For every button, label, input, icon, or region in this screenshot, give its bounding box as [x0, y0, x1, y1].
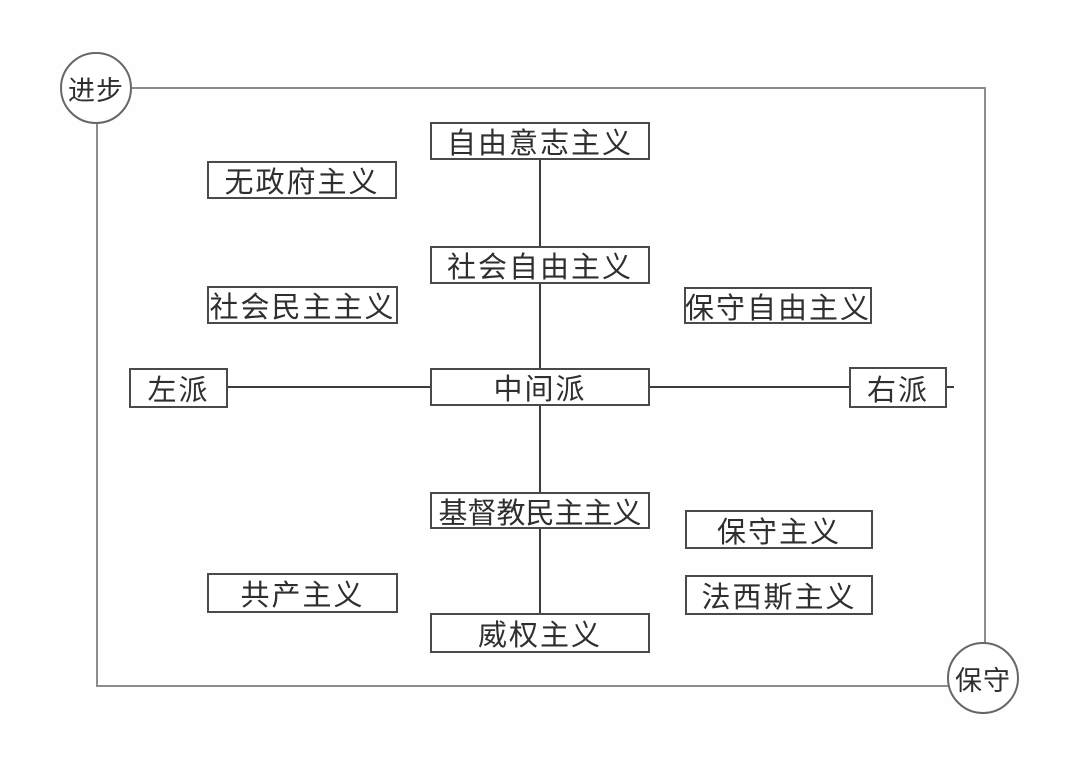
node-centrism: 中间派 — [430, 368, 650, 406]
node-anarchism: 无政府主义 — [207, 161, 397, 199]
node-libertarianism: 自由意志主义 — [430, 122, 650, 160]
node-conservatism: 保守主义 — [685, 510, 873, 549]
node-right-wing: 右派 — [849, 367, 947, 408]
connector-centrism-right-wing — [650, 386, 849, 388]
node-authoritarianism: 威权主义 — [430, 613, 650, 653]
connector-left-wing-centrism — [228, 386, 430, 388]
connector-christian-democracy-authoritarianism — [539, 528, 541, 614]
node-christian-democracy: 基督教民主主义 — [430, 492, 650, 530]
node-social-democracy: 社会民主主义 — [207, 286, 398, 324]
node-left-wing: 左派 — [129, 368, 228, 408]
node-fascism: 法西斯主义 — [685, 575, 873, 615]
pole-conservative: 保守 — [947, 642, 1019, 714]
connector-centrism-christian-democracy — [539, 405, 541, 492]
connector-right-wing-stub — [946, 386, 954, 388]
pole-progressive: 进步 — [60, 52, 132, 124]
node-communism: 共产主义 — [207, 573, 398, 613]
connector-social-liberalism-centrism — [539, 283, 541, 368]
connector-libertarianism-social-liberalism — [539, 158, 541, 247]
diagram-frame — [96, 87, 986, 687]
node-social-liberalism: 社会自由主义 — [430, 246, 650, 284]
node-conservative-liberalism: 保守自由主义 — [684, 287, 872, 325]
